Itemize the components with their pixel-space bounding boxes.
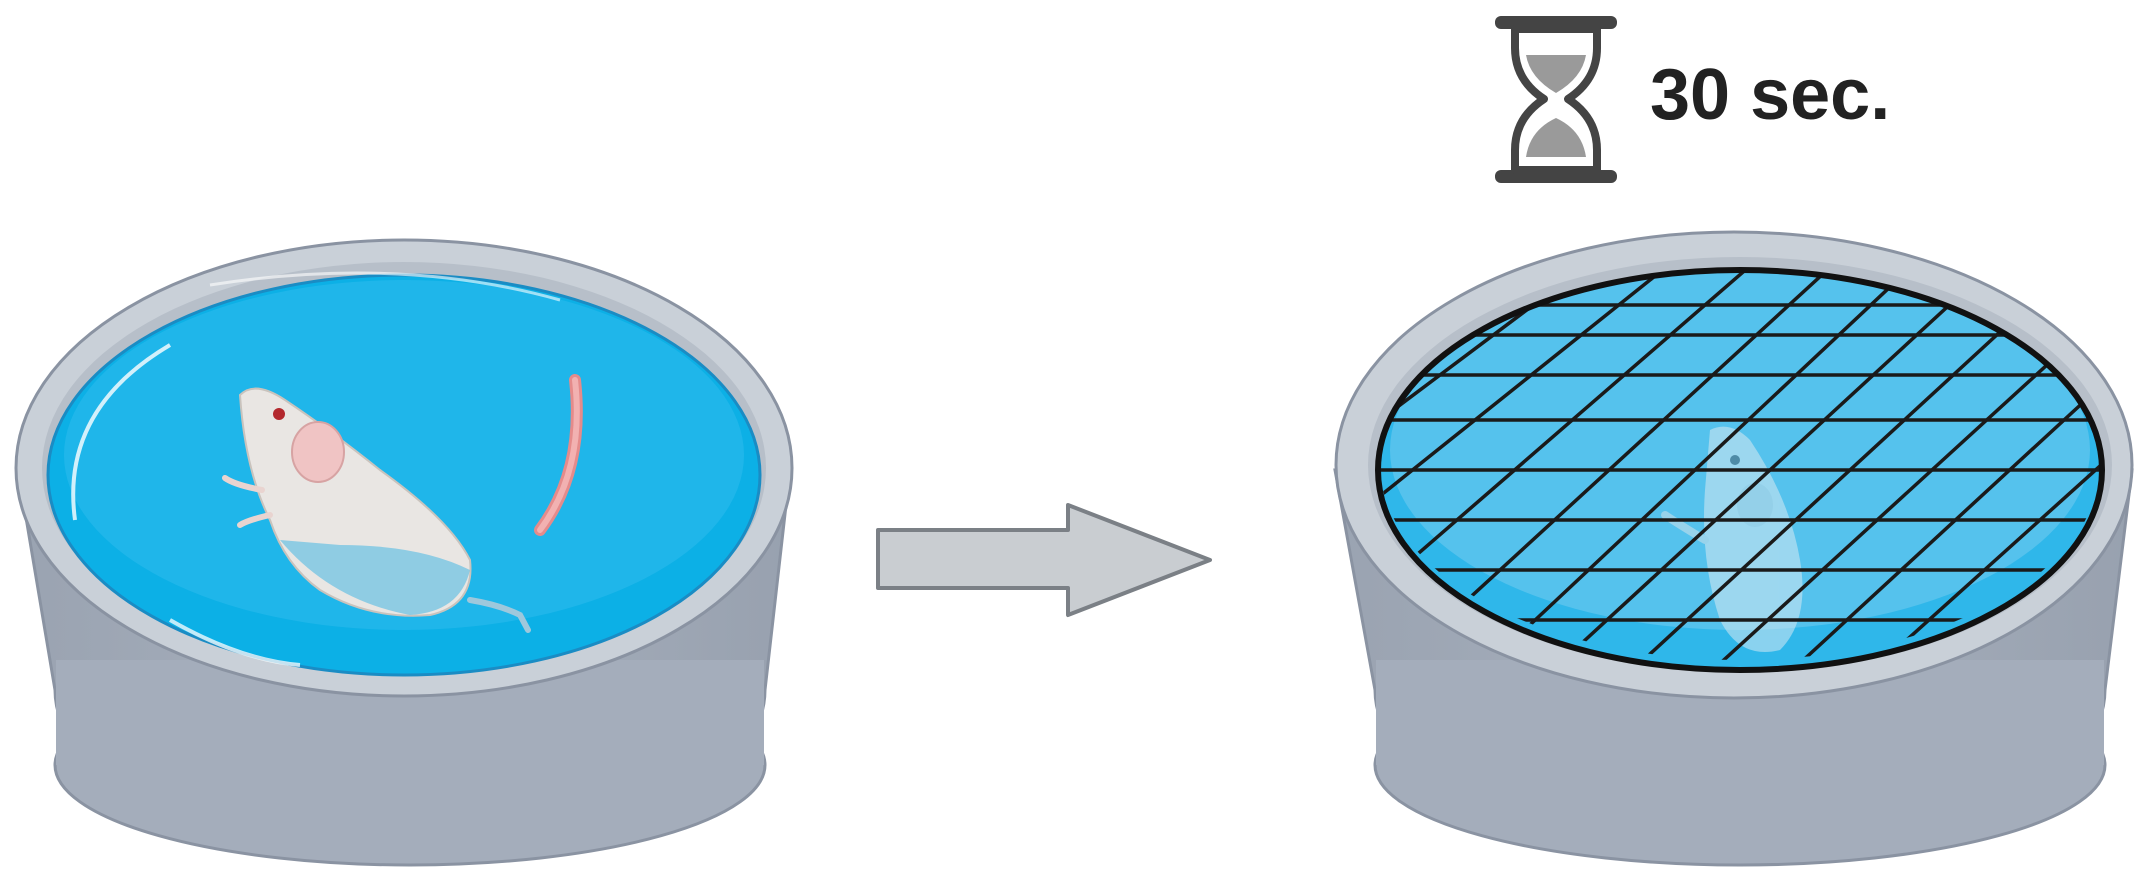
timer-label-container: 30 sec. <box>1650 55 1891 135</box>
pool-with-mouse-swimming <box>14 238 794 867</box>
right-arrow-icon <box>876 503 1212 617</box>
timer-label: 30 sec. <box>1650 55 1891 135</box>
swimming-mouse-icon <box>222 374 583 633</box>
hourglass-icon <box>1495 16 1617 183</box>
pool-covered-with-grid <box>1333 230 2134 867</box>
